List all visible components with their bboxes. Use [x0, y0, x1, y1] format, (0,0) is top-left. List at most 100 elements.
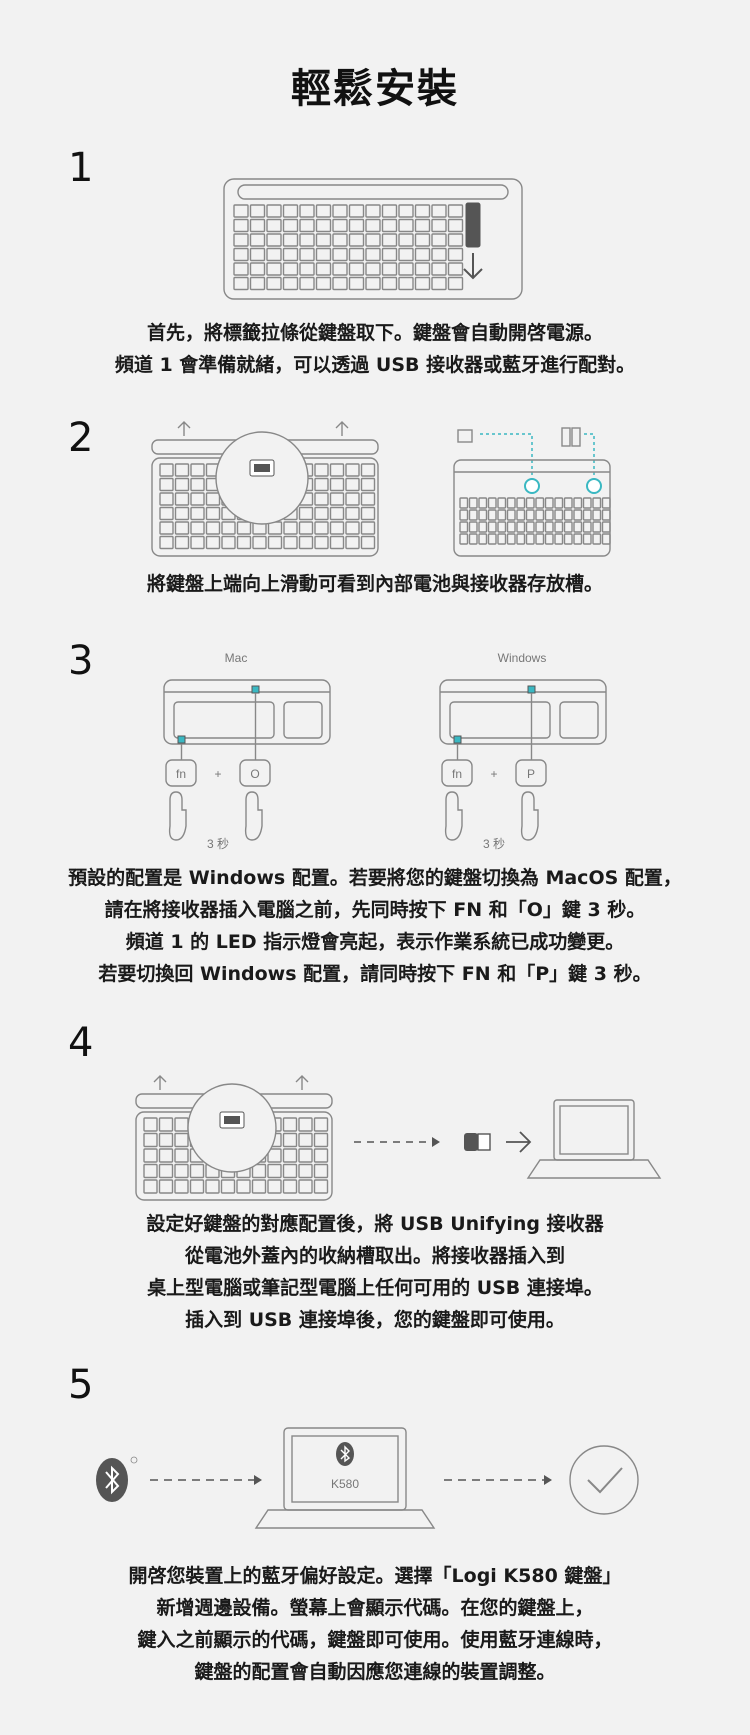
key [544, 509, 554, 521]
key [190, 506, 205, 521]
key [345, 463, 360, 477]
key [592, 497, 602, 509]
key [282, 1117, 298, 1132]
key [497, 497, 507, 509]
key [573, 509, 583, 521]
key [315, 262, 332, 276]
key [329, 506, 345, 521]
key [554, 497, 564, 509]
key [506, 497, 516, 509]
key [592, 533, 602, 545]
checkmark-icon [569, 1445, 639, 1515]
key [299, 233, 315, 247]
key [159, 463, 174, 477]
key [299, 262, 315, 276]
keyboard-pull-tab-illustration [223, 178, 523, 300]
key [249, 247, 266, 262]
key [381, 218, 398, 233]
key [497, 521, 507, 533]
hand-press-icon [444, 791, 463, 841]
key [158, 1117, 174, 1132]
key [516, 533, 526, 545]
key [365, 262, 381, 276]
key [459, 533, 469, 545]
key [525, 497, 535, 509]
key [174, 1148, 189, 1163]
key [266, 218, 282, 233]
hand-press-icon [244, 791, 263, 841]
key [233, 247, 249, 262]
key [459, 521, 469, 533]
receiver-to-laptop-illustration [135, 1075, 662, 1201]
fn-key-label: fn [452, 767, 462, 781]
key [447, 276, 464, 291]
key [381, 262, 398, 276]
key [447, 262, 464, 276]
key [345, 521, 360, 535]
key [478, 533, 488, 545]
key [601, 521, 611, 533]
key [332, 262, 348, 276]
usb-receiver-icon [464, 1133, 478, 1151]
seconds-label: 3 秒 [207, 837, 229, 851]
key [174, 521, 190, 535]
key [283, 521, 298, 535]
key [360, 521, 376, 535]
step-5-line-4: 鍵盤的配置會自動因應您連線的裝置調整。 [194, 1661, 556, 1683]
key [348, 204, 365, 218]
key [315, 276, 332, 291]
key [516, 509, 526, 521]
key [535, 533, 545, 545]
key [582, 533, 592, 545]
key [190, 535, 205, 550]
key [236, 521, 252, 535]
key [365, 233, 381, 247]
key [431, 276, 447, 291]
key [282, 262, 299, 276]
step-4-line-1: 設定好鍵盤的對應配置後，將 USB Unifying 接收器 [146, 1213, 604, 1235]
key [174, 535, 190, 550]
key [233, 262, 249, 276]
keyboard-keys [233, 204, 464, 291]
key [348, 276, 365, 291]
step-4-line-3: 桌上型電腦或筆記型電腦上任何可用的 USB 連接埠。 [147, 1277, 603, 1299]
key [313, 1132, 329, 1148]
key [506, 521, 516, 533]
key [365, 276, 381, 291]
key [345, 492, 360, 506]
key [365, 204, 381, 218]
key [249, 262, 266, 276]
key [468, 521, 478, 533]
key [563, 497, 573, 509]
step-3-line-3: 頻道 1 的 LED 指示燈會亮起，表示作業系統已成功變更。 [125, 931, 625, 953]
step-2-caption: 將鍵盤上端向上滑動可看到內部電池與接收器存放槽。 [0, 568, 750, 600]
key [365, 247, 381, 262]
key [282, 233, 299, 247]
key [267, 535, 283, 550]
key [601, 509, 611, 521]
key [299, 218, 315, 233]
key [592, 521, 602, 533]
key [314, 506, 329, 521]
key [143, 1117, 158, 1132]
step-5-caption: 開啓您裝置上的藍牙偏好設定。選擇「Logi K580 鍵盤」 新增週邊設備。螢幕… [0, 1560, 750, 1688]
step-2-line-1: 將鍵盤上端向上滑動可看到內部電池與接收器存放槽。 [146, 573, 603, 595]
key [459, 497, 469, 509]
key [582, 497, 592, 509]
step-4-line-4: 插入到 USB 連接埠後，您的鍵盤即可使用。 [185, 1309, 565, 1331]
key [143, 1148, 158, 1163]
key [582, 509, 592, 521]
key [468, 497, 478, 509]
key [348, 233, 365, 247]
key [345, 535, 360, 550]
key [535, 521, 545, 533]
key [189, 1163, 205, 1179]
o-key-label: O [250, 767, 259, 781]
key [282, 1148, 298, 1163]
key [348, 218, 365, 233]
key [251, 1179, 267, 1194]
key [414, 218, 431, 233]
key [205, 535, 221, 550]
key [233, 218, 249, 233]
key [329, 521, 345, 535]
